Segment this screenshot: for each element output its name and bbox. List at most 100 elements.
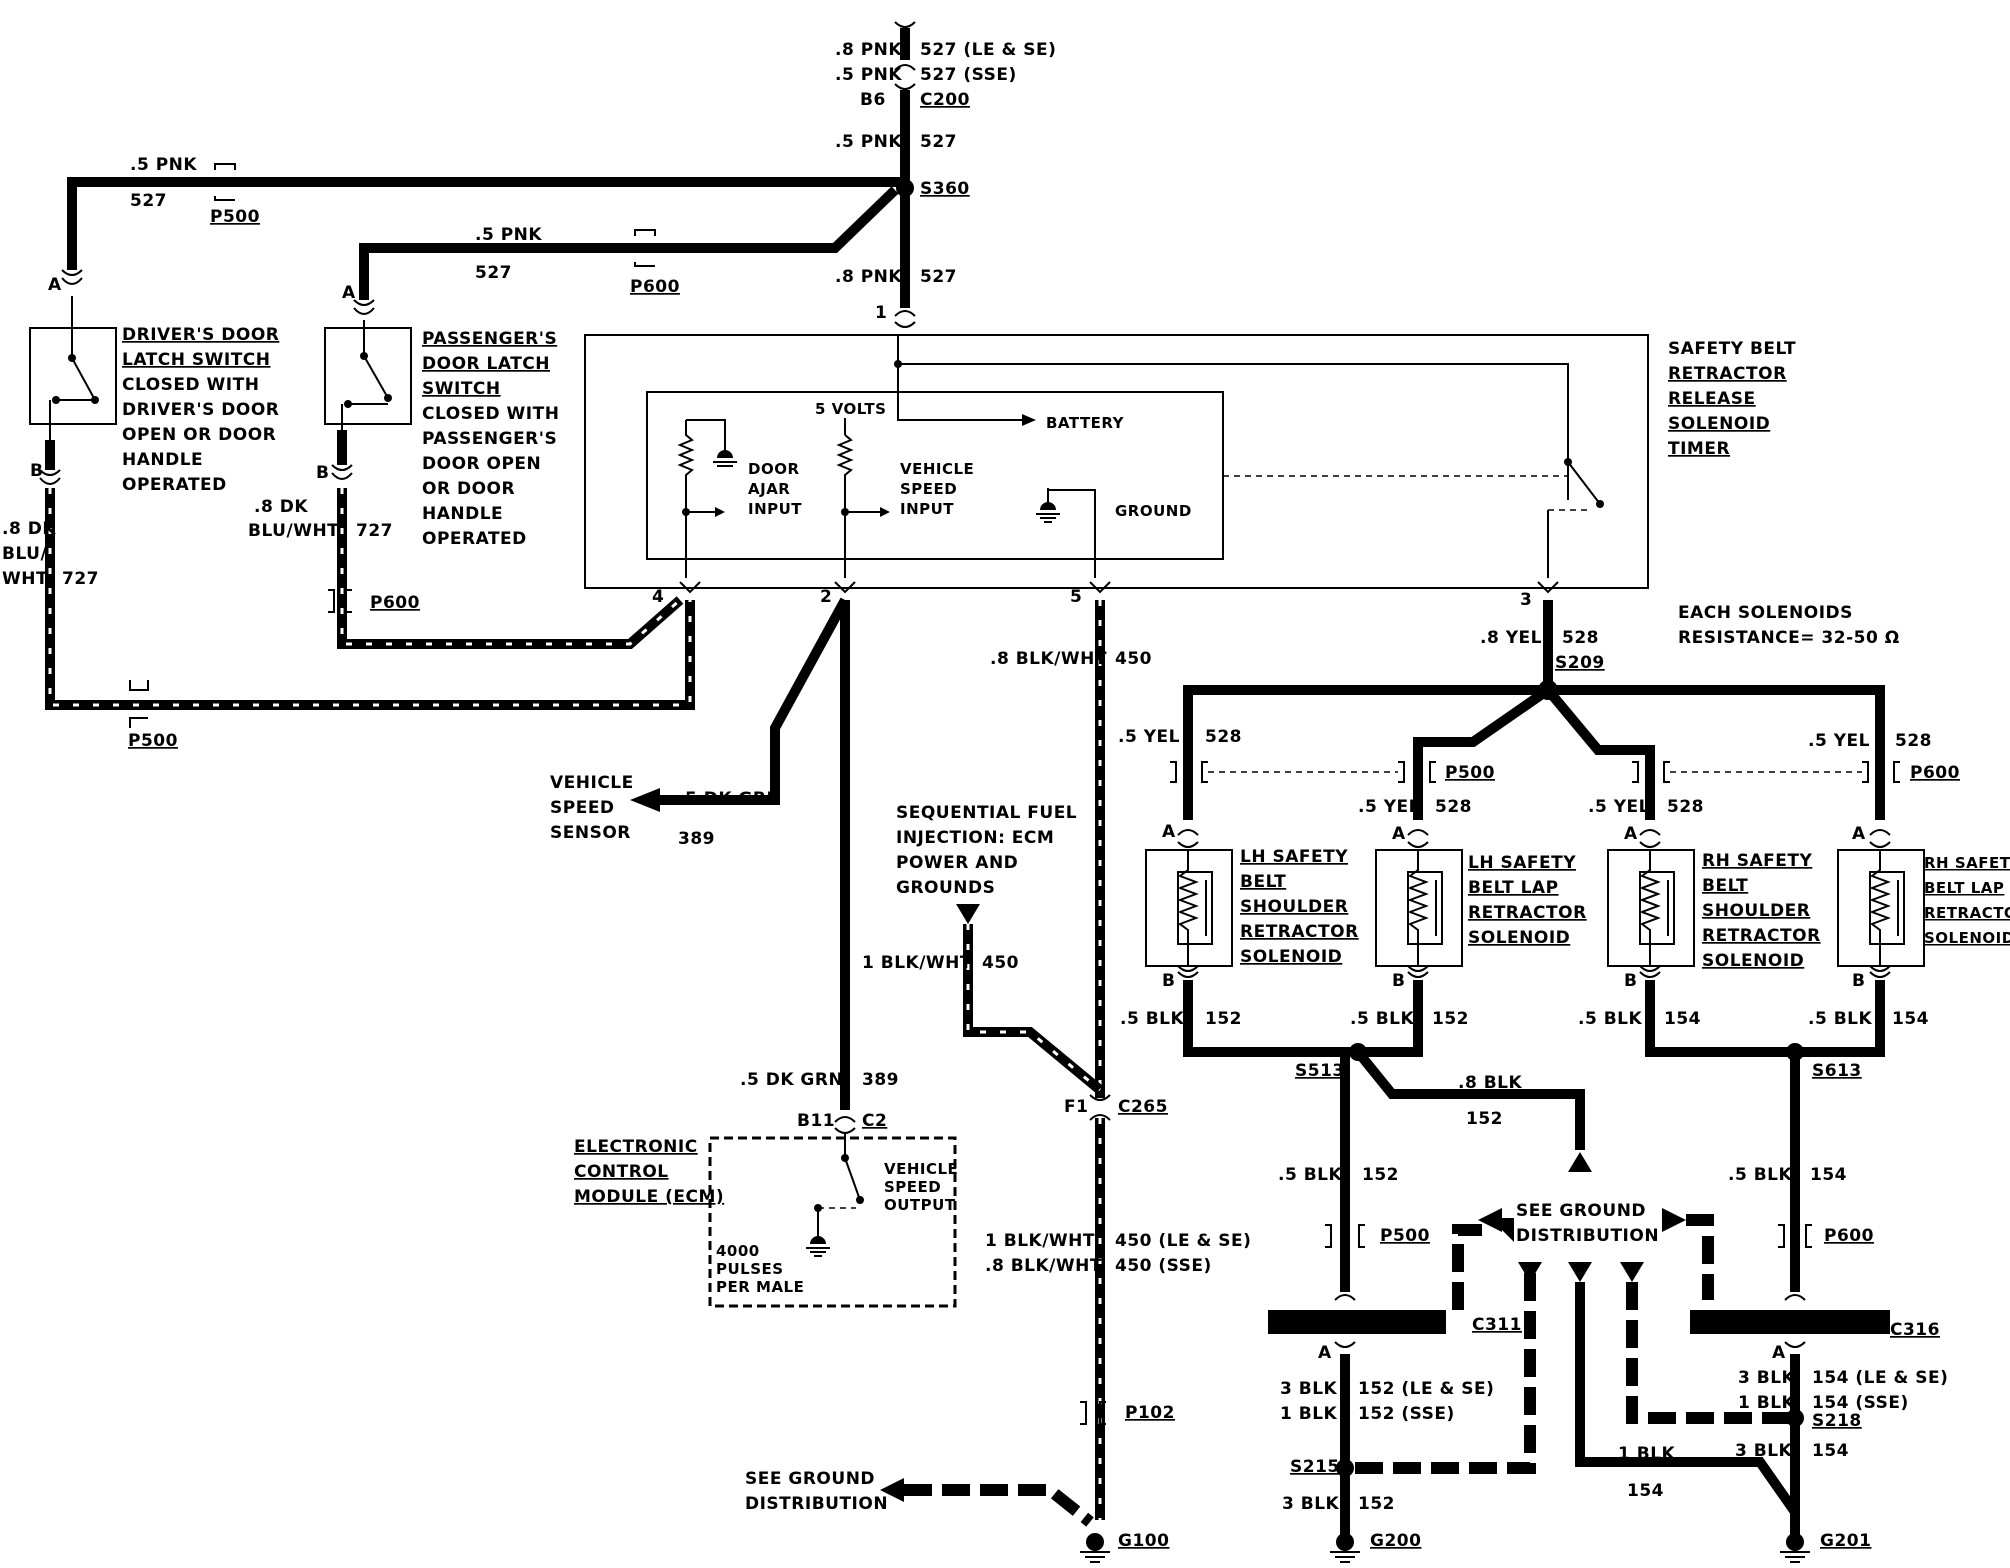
circuit-label: 389 [678, 829, 715, 849]
ground-label: G100 [1118, 1531, 1169, 1551]
pin-label: B6 [860, 90, 886, 110]
pin-label: A [1624, 824, 1638, 844]
wire-label: .8 BLK/WHT [985, 1256, 1102, 1276]
solenoid-text: SOLENOID [1468, 928, 1570, 948]
battery-label: BATTERY [1046, 414, 1125, 432]
circuit-label: 528 [1895, 731, 1932, 751]
pin-label: A [342, 283, 356, 303]
harness-label: P600 [630, 277, 680, 297]
switch-text: DRIVER'S DOOR [122, 325, 279, 345]
right-ground-154: S613 .5 BLK 154 P600 C316 A 3 BLK 154 (L… [1618, 980, 1948, 1563]
splice-label: S360 [920, 179, 970, 199]
wire-label: .5 DK GRN [678, 789, 781, 809]
solenoid-text: RETRACTOR [1240, 922, 1359, 942]
timer-title: SAFETY BELT [1668, 339, 1796, 359]
solenoid-text: RH SAFETY [1924, 854, 2010, 872]
circuit-label: 528 [1435, 797, 1472, 817]
circuit-label: 528 [1562, 628, 1599, 648]
harness-label: P600 [1910, 763, 1960, 783]
pin-label: A [1162, 822, 1176, 842]
wire-label: 1 BLK [1618, 1444, 1676, 1464]
wire-label: .5 BLK [1728, 1165, 1792, 1185]
solenoid-rh-shoulder: .5 YEL 528 A B RH SAFETY BELT SHOULDER R… [1578, 797, 1821, 1029]
circuit-label: 154 (LE & SE) [1812, 1368, 1948, 1388]
solenoid-text: RETRACTOR [1702, 926, 1821, 946]
safety-belt-timer: BATTERY 5 VOLTS DOOR AJAR INPUT VEHICLE … [584, 334, 1796, 610]
door-ajar-label: INPUT [748, 500, 802, 518]
vehicle-speed-label: SPEED [900, 480, 957, 498]
switch-text: PASSENGER'S [422, 429, 557, 449]
pin-label: B [30, 461, 43, 481]
pin-label: 3 [1520, 590, 1532, 610]
solenoid-lh-lap: .5 YEL 528 A B LH SAFETY BELT LAP RETRAC… [1350, 797, 1586, 1029]
circuit-label: 152 (LE & SE) [1358, 1379, 1494, 1399]
ground-distribution: SEE GROUND DISTRIBUTION [1478, 1201, 1800, 1515]
switch-box [324, 327, 412, 425]
circuit-label: 528 [1205, 727, 1242, 747]
circuit-label: 154 [1892, 1009, 1929, 1029]
switch-text: CLOSED WITH [422, 404, 559, 424]
solenoid-text: SHOULDER [1702, 901, 1810, 921]
wire-label: .5 YEL [1358, 797, 1420, 817]
ecm-title: MODULE (ECM) [574, 1187, 724, 1207]
connector-label: C2 [862, 1111, 887, 1131]
solenoid-text: SHOULDER [1240, 897, 1348, 917]
wire-label: BLU/ [2, 544, 47, 564]
ecm-output: SPEED [884, 1178, 941, 1196]
wire-label: .5 YEL [1118, 727, 1180, 747]
wire-label: .8 PNK [835, 267, 902, 287]
wire-label: .5 BLK [1808, 1009, 1872, 1029]
solenoid-text: SOLENOID [1240, 947, 1342, 967]
pin-label: B [1852, 971, 1865, 991]
circuit-label: 152 [1358, 1494, 1395, 1514]
timer-title: TIMER [1668, 439, 1730, 459]
harness-label: P500 [1380, 1226, 1430, 1246]
wire-label: BLU/WHT [248, 521, 339, 541]
connector-c311 [1268, 1310, 1446, 1334]
harness-label: P500 [210, 207, 260, 227]
vss-label: VEHICLE [550, 773, 634, 793]
switch-text: OPERATED [422, 529, 527, 549]
ecm-pulses: 4000 [716, 1242, 760, 1260]
wire-label: 3 BLK [1738, 1368, 1796, 1388]
wire-label: .8 DK [2, 519, 56, 539]
circuit-label: 527 [475, 263, 512, 283]
wire-label: .5 PNK [475, 225, 542, 245]
see-ground-label: SEE GROUND [745, 1469, 875, 1489]
circuit-label: 527 [920, 132, 957, 152]
ecm-output: VEHICLE [884, 1160, 958, 1178]
wire-label: .5 YEL [1808, 731, 1870, 751]
switch-text: PASSENGER'S [422, 329, 557, 349]
circuit-label: 152 [1205, 1009, 1242, 1029]
pin-label: B [1392, 971, 1405, 991]
wire-label: 1 BLK [1738, 1393, 1796, 1413]
connector-label: C200 [920, 90, 970, 110]
circuit-label: 450 (SSE) [1115, 1256, 1212, 1276]
pin-label: 5 [1070, 587, 1082, 607]
pin-label: A [1392, 824, 1406, 844]
splice-label: S209 [1555, 653, 1605, 673]
circuit-label: 152 (SSE) [1358, 1404, 1455, 1424]
sfi-label: SEQUENTIAL FUEL [896, 803, 1077, 823]
switch-text: SWITCH [422, 379, 501, 399]
wire-label: 1 BLK/WHT [985, 1231, 1095, 1251]
wire-label: .5 PNK [835, 132, 902, 152]
splice-label: S215 [1290, 1457, 1340, 1477]
passenger-door-latch-switch: A B PASSENGER'S DOOR LATCH SWITCH CLOSED… [248, 283, 684, 649]
timer-box [584, 334, 1649, 589]
ground-label: G200 [1370, 1531, 1421, 1551]
pin-label: A [1318, 1343, 1332, 1363]
splice-label: S218 [1812, 1411, 1862, 1431]
circuit-label: 527 (LE & SE) [920, 40, 1056, 60]
solenoid-text: RETRACTOR [1924, 904, 2010, 922]
ecm-title: ELECTRONIC [574, 1137, 698, 1157]
vehicle-speed-sensor: VEHICLE SPEED SENSOR .5 DK GRN 389 [550, 597, 850, 849]
connector-label: C311 [1472, 1315, 1522, 1335]
wire-label: .8 BLK/WHT [990, 649, 1107, 669]
see-ground-label: DISTRIBUTION [1516, 1226, 1659, 1246]
solenoid-text: BELT [1702, 876, 1748, 896]
ecm-title: CONTROL [574, 1162, 669, 1182]
wire-label: 3 BLK [1282, 1494, 1340, 1514]
harness-label: P102 [1125, 1403, 1175, 1423]
